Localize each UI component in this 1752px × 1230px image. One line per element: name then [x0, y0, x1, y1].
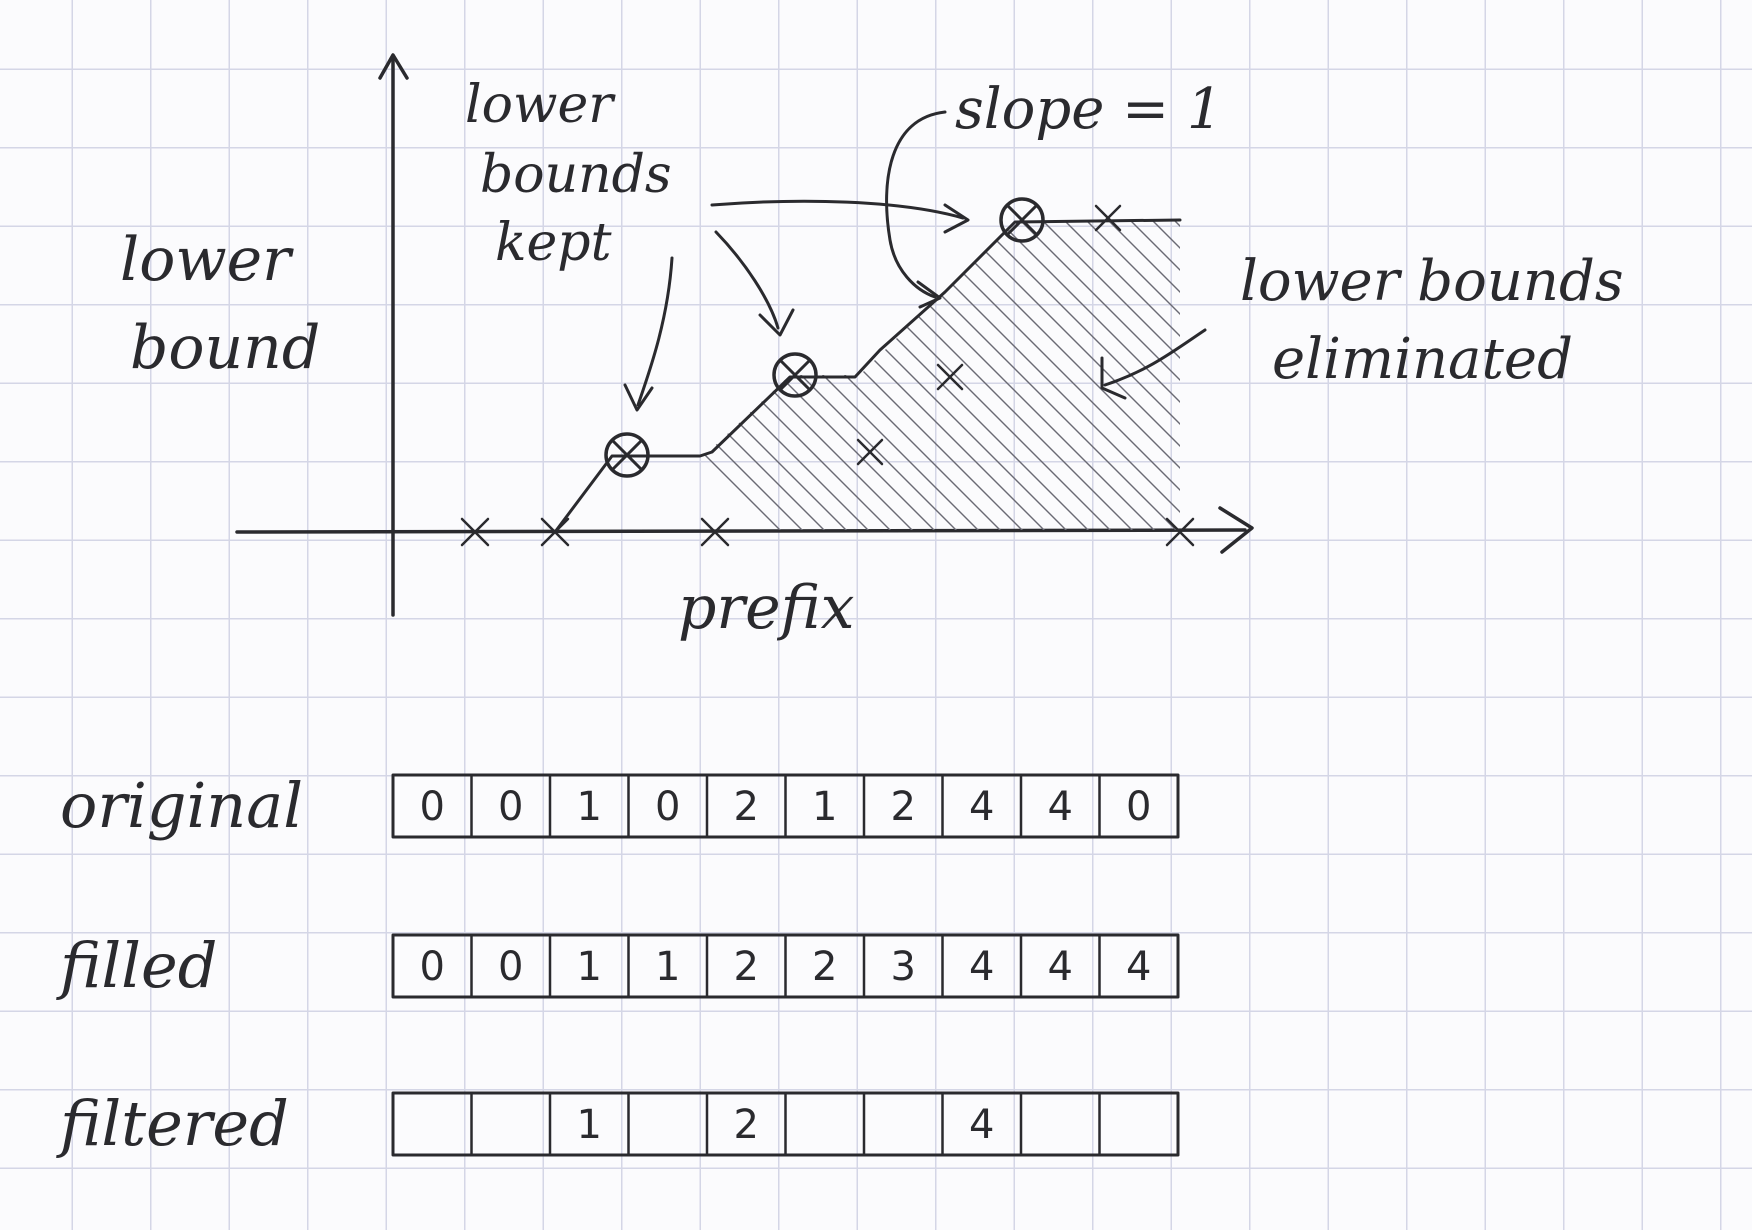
kept-point-2 [772, 352, 818, 398]
x-axis [235, 506, 1254, 554]
array-cell: 1 [577, 944, 602, 990]
slope-arrow [885, 110, 947, 309]
hatch-line [1065, 220, 1180, 530]
hatch-line [933, 220, 1180, 530]
hatch-line [999, 220, 1180, 530]
hatch-line [1021, 220, 1180, 530]
kept-point-3 [999, 197, 1045, 243]
hatch-line [779, 220, 1121, 530]
array-cell: 2 [734, 1102, 759, 1148]
axis-x-mark [1165, 517, 1195, 547]
array-cell: 3 [891, 944, 916, 990]
eliminated-label-line2: eliminated [1272, 327, 1573, 392]
array-cell: 0 [655, 784, 680, 830]
eliminated-label-line1: lower bounds [1240, 249, 1624, 314]
array-cell: 4 [1048, 944, 1073, 990]
array-cell: 4 [969, 784, 994, 830]
axis-x-mark [700, 517, 730, 547]
array-cell: 4 [1126, 944, 1151, 990]
hatch-line [845, 220, 1180, 530]
array-cell: 2 [734, 944, 759, 990]
array-cell: 4 [1048, 784, 1073, 830]
eliminated-x-mark [936, 363, 964, 391]
array-cell: 0 [1126, 784, 1151, 830]
eliminated-x-mark [1094, 204, 1122, 232]
hatch-line [867, 220, 1180, 530]
y-axis [378, 53, 409, 617]
kept-arrows [623, 199, 970, 412]
hatch-line [647, 220, 989, 530]
hatch-line [977, 220, 1180, 530]
kept-label-line2: bounds [480, 145, 672, 205]
hatch-line [669, 220, 1011, 530]
eliminated-x-marks [856, 204, 1122, 466]
array-label: filtered [56, 1087, 289, 1160]
hatch-line [735, 220, 1077, 530]
array-cell: 4 [969, 1102, 994, 1148]
hatch-line [1087, 220, 1180, 530]
array-filtered: filtered 1 2 4 [56, 1087, 1180, 1160]
hatch-line [625, 220, 967, 530]
axis-x-mark [540, 517, 570, 547]
array-cell: 0 [498, 944, 523, 990]
array-cell: 1 [655, 944, 680, 990]
hatch-line [801, 220, 1143, 530]
axis-x-mark [460, 517, 490, 547]
array-cell: 1 [577, 1102, 602, 1148]
array-original: original 0 0 1 0 2 1 2 4 4 0 [60, 769, 1180, 842]
array-cell: 1 [577, 784, 602, 830]
slope-label: slope = 1 [955, 77, 1223, 142]
hatch-line [1109, 220, 1180, 530]
eliminated-x-mark [856, 438, 884, 466]
array-cell: 0 [420, 944, 445, 990]
hatch-line [955, 220, 1180, 530]
kept-label-line1: lower [465, 75, 616, 135]
array-cell: 4 [969, 944, 994, 990]
array-cell: 2 [734, 784, 759, 830]
hatch-line [889, 220, 1180, 530]
hatch-line [823, 220, 1165, 530]
eliminated-arrow [1100, 328, 1207, 400]
array-filled: filled 0 0 1 1 2 2 3 4 4 4 [56, 929, 1180, 1002]
hatch-line [911, 220, 1180, 530]
y-axis-label-line2: bound [130, 313, 320, 383]
hatch-line [581, 220, 923, 530]
array-cell: 0 [498, 784, 523, 830]
array-cell: 0 [420, 784, 445, 830]
kept-point-1 [604, 432, 650, 478]
array-label: filled [56, 929, 217, 1002]
hatch-line [757, 220, 1099, 530]
array-cell: 2 [891, 784, 916, 830]
x-axis-label: prefix [678, 573, 854, 643]
array-cell: 2 [812, 944, 837, 990]
kept-label-line3: kept [495, 213, 612, 273]
array-cell: 1 [812, 784, 837, 830]
array-label: original [60, 769, 303, 842]
y-axis-label-line1: lower [120, 225, 294, 295]
lower-bound-curve [553, 218, 1182, 534]
hatch-line [713, 220, 1055, 530]
axis-x-marks [460, 517, 1195, 547]
hatch-line [1043, 220, 1180, 530]
